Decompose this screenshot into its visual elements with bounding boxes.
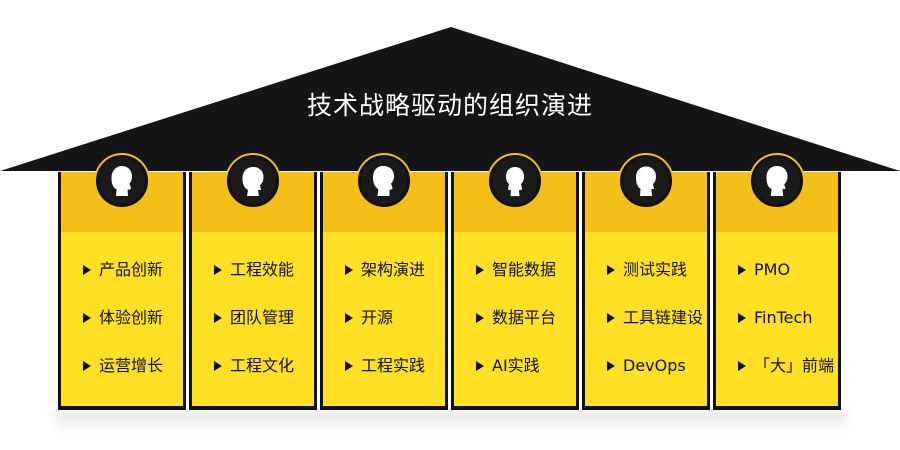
pillar: 测试实践 工具链建设 DevOps — [582, 155, 710, 410]
list-item: AI实践 — [476, 356, 556, 404]
bullet-arrow-icon — [476, 361, 484, 371]
list-item: 产品创新 — [83, 260, 163, 308]
bullet-arrow-icon — [214, 313, 222, 323]
item-label: 数据平台 — [492, 308, 557, 327]
bullet-arrow-icon — [83, 313, 91, 323]
person-silhouette-icon — [489, 155, 541, 207]
bullet-arrow-icon — [83, 265, 91, 275]
bullet-arrow-icon — [345, 361, 353, 371]
bullet-arrow-icon — [738, 265, 746, 275]
pillar-items: 产品创新 体验创新 运营增长 — [83, 260, 163, 404]
bullet-arrow-icon — [607, 265, 615, 275]
list-item: FinTech — [738, 308, 834, 356]
list-item: 体验创新 — [83, 308, 163, 356]
roof — [0, 27, 900, 171]
item-label: 产品创新 — [99, 260, 164, 279]
list-item: 工程效能 — [214, 260, 294, 308]
bullet-arrow-icon — [214, 361, 222, 371]
bullet-arrow-icon — [476, 265, 484, 275]
item-label: 工具链建设 — [623, 308, 704, 327]
item-label: 工程效能 — [230, 260, 295, 279]
pillar: 智能数据 数据平台 AI实践 — [451, 155, 579, 410]
list-item: 架构演进 — [345, 260, 425, 308]
person-silhouette-icon — [620, 155, 672, 207]
bullet-arrow-icon — [83, 361, 91, 371]
pillar: 工程效能 团队管理 工程文化 — [189, 155, 317, 410]
pillar-items: 智能数据 数据平台 AI实践 — [476, 260, 556, 404]
pillar-items: 测试实践 工具链建设 DevOps — [607, 260, 703, 404]
list-item: DevOps — [607, 356, 703, 404]
pillar: PMO FinTech 「大」前端 — [713, 155, 841, 410]
diagram-title: 技术战略驱动的组织演进 — [306, 91, 593, 120]
bullet-arrow-icon — [607, 361, 615, 371]
bullet-arrow-icon — [738, 361, 746, 371]
item-label: 「大」前端 — [754, 356, 835, 375]
person-silhouette-icon — [751, 155, 803, 207]
pillar-items: PMO FinTech 「大」前端 — [738, 260, 834, 404]
person-silhouette-icon — [227, 155, 279, 207]
item-label: 工程实践 — [361, 356, 426, 375]
list-item: 数据平台 — [476, 308, 556, 356]
item-label: FinTech — [754, 308, 813, 327]
pillar: 架构演进 开源 工程实践 — [320, 155, 448, 410]
item-label: PMO — [754, 260, 791, 279]
pillar-items: 工程效能 团队管理 工程文化 — [214, 260, 294, 404]
item-label: AI实践 — [492, 356, 540, 375]
item-label: DevOps — [623, 356, 686, 375]
list-item: 「大」前端 — [738, 356, 834, 404]
pillar: 产品创新 体验创新 运营增长 — [58, 155, 186, 410]
list-item: 工具链建设 — [607, 308, 703, 356]
bullet-arrow-icon — [345, 265, 353, 275]
bullet-arrow-icon — [345, 313, 353, 323]
bullet-arrow-icon — [214, 265, 222, 275]
item-label: 运营增长 — [99, 356, 164, 375]
item-label: 工程文化 — [230, 356, 295, 375]
list-item: 智能数据 — [476, 260, 556, 308]
item-label: 智能数据 — [492, 260, 557, 279]
ground-shadow — [55, 410, 847, 432]
list-item: 工程文化 — [214, 356, 294, 404]
item-label: 架构演进 — [361, 260, 426, 279]
list-item: 运营增长 — [83, 356, 163, 404]
item-label: 测试实践 — [623, 260, 688, 279]
pillar-items: 架构演进 开源 工程实践 — [345, 260, 425, 404]
list-item: 测试实践 — [607, 260, 703, 308]
person-silhouette-icon — [358, 155, 410, 207]
item-label: 开源 — [361, 308, 394, 327]
list-item: 开源 — [345, 308, 425, 356]
item-label: 团队管理 — [230, 308, 295, 327]
list-item: 团队管理 — [214, 308, 294, 356]
bullet-arrow-icon — [607, 313, 615, 323]
list-item: PMO — [738, 260, 834, 308]
bullet-arrow-icon — [476, 313, 484, 323]
person-silhouette-icon — [96, 155, 148, 207]
list-item: 工程实践 — [345, 356, 425, 404]
bullet-arrow-icon — [738, 313, 746, 323]
item-label: 体验创新 — [99, 308, 164, 327]
